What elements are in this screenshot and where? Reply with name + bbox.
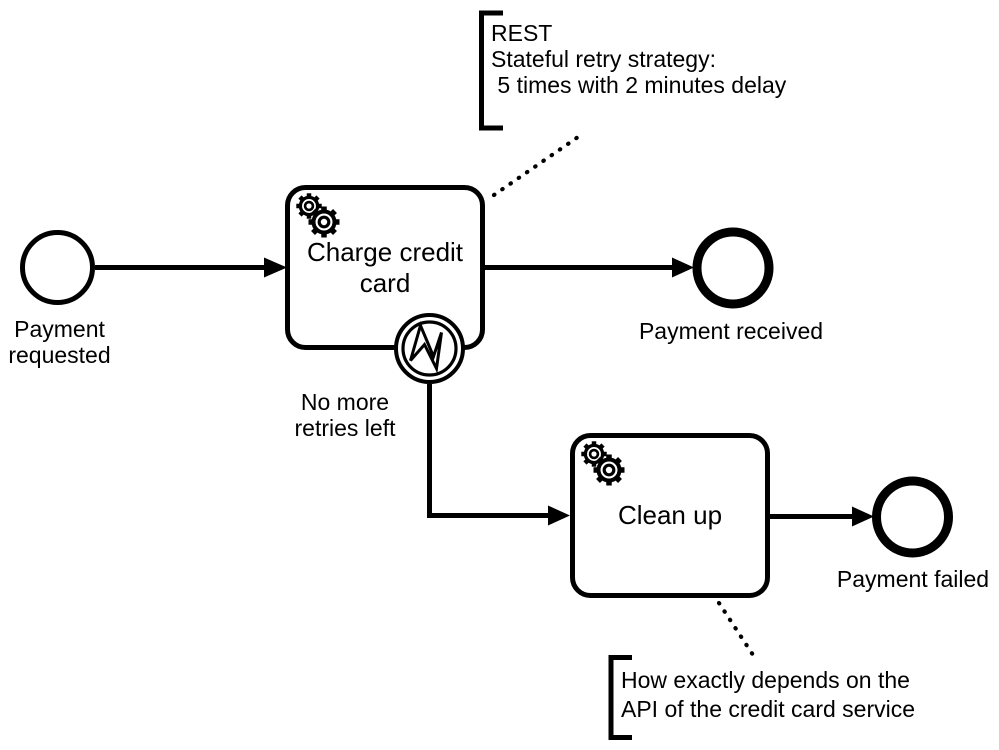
end-event-label-payment-received: Payment received [638, 318, 824, 344]
annotation-retry-strategy-text: REST Stateful retry strategy: 5 times wi… [491, 20, 787, 98]
sequence-flow-error-to-cleanup [427, 384, 549, 518]
association-dotted-line-bottom [716, 600, 758, 661]
annotation-cleanup-hint-text: How exactly depends on the API of the cr… [621, 667, 916, 722]
arrowhead-start-to-charge [264, 257, 287, 278]
end-event-payment-failed-circle [872, 476, 953, 558]
task-label-charge-credit-card: Charge credit card [306, 237, 464, 298]
error-boundary-label: No more retries left [294, 389, 396, 441]
start-event-circle [20, 230, 95, 305]
association-dotted-line-top [491, 134, 581, 198]
annotation-bracket-bottom [608, 655, 632, 740]
task-charge-credit-card [285, 185, 485, 350]
annotation-bracket-top [479, 10, 503, 131]
lightning-error-icon [409, 320, 443, 374]
task-label-clean-up: Clean up [617, 500, 723, 530]
end-event-payment-received-circle [692, 227, 774, 309]
gear-icon [594, 455, 625, 486]
task-clean-up [570, 433, 770, 598]
arrowhead-cleanup-to-failed [852, 506, 874, 527]
error-boundary-event [394, 313, 465, 384]
arrowhead-error-to-cleanup [548, 505, 570, 526]
arrowhead-charge-to-received [672, 257, 694, 278]
start-event-label: Payment requested [8, 316, 111, 368]
end-event-label-payment-failed: Payment failed [836, 566, 990, 592]
gear-icon [309, 207, 340, 238]
